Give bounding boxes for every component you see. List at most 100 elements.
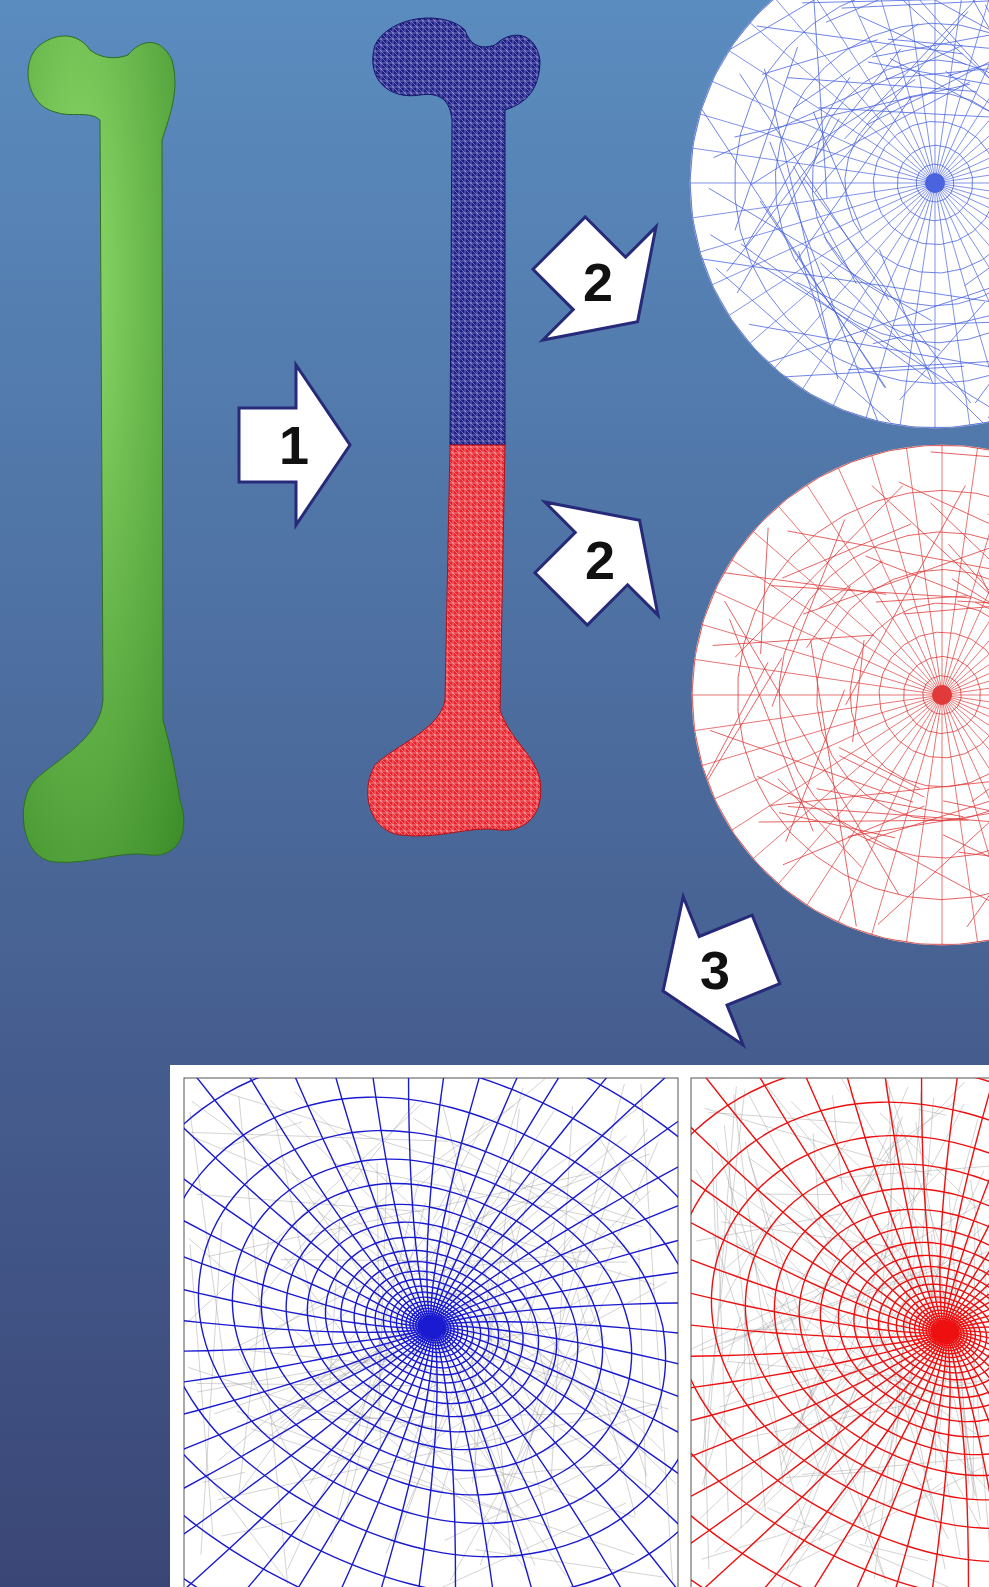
callout-arrow: 2 <box>513 197 683 367</box>
mesh-edge <box>935 0 989 183</box>
background-mesh-edge <box>218 1404 657 1500</box>
arrow-outline <box>633 875 796 1065</box>
mesh-edge <box>931 452 989 463</box>
grid-spoke <box>408 1078 428 1320</box>
grid-ring <box>711 1136 989 1529</box>
mesh-edge <box>722 572 887 594</box>
grid-spoke <box>738 1078 939 1326</box>
mesh-edge <box>793 24 918 109</box>
mesh-edge <box>806 586 850 648</box>
grid-spoke <box>184 1078 423 1325</box>
grid-spoke <box>184 1078 424 1323</box>
mesh-edge <box>942 560 989 695</box>
grid-spoke <box>865 1078 941 1325</box>
callout-number: 1 <box>279 418 309 472</box>
grid-ring <box>184 1078 678 1587</box>
grid-spoke <box>440 1330 678 1587</box>
grid-spoke <box>441 1329 678 1587</box>
grid-spoke <box>691 1078 938 1327</box>
callout-arrow: 2 <box>515 475 685 645</box>
callout-arrow: 3 <box>630 885 800 1055</box>
grid-spoke <box>691 1078 936 1330</box>
mesh-edge <box>757 26 963 54</box>
mesh-edge <box>771 780 989 805</box>
mesh-edge <box>964 244 989 286</box>
mesh-ring <box>873 122 989 245</box>
mesh-edge <box>727 49 901 272</box>
grid-ring <box>184 1078 678 1587</box>
background-mesh-edge <box>197 1383 415 1385</box>
mesh-edge <box>703 662 768 784</box>
mesh-edge <box>942 531 989 695</box>
grid-spoke <box>954 1333 989 1565</box>
grid-spoke <box>853 1339 946 1587</box>
background-mesh-edge <box>239 1235 269 1493</box>
background-mesh-edge <box>270 1100 410 1236</box>
callout-number: 2 <box>585 533 615 587</box>
grid-spoke <box>691 1078 937 1329</box>
background-mesh-edge <box>712 1232 805 1527</box>
mesh-edge <box>900 0 935 183</box>
mesh-edge <box>961 0 989 190</box>
mesh-edge <box>903 605 989 614</box>
mesh-edge <box>803 178 970 403</box>
grid-spoke <box>949 1105 989 1327</box>
mesh-edge <box>796 96 912 261</box>
grid-spoke <box>184 1330 425 1352</box>
mesh-edge <box>782 524 911 578</box>
grid-spoke <box>951 1197 989 1328</box>
mesh-edge <box>946 71 989 121</box>
mesh-edge <box>788 531 989 598</box>
grid-spoke <box>691 1338 941 1587</box>
background-mesh-edge <box>830 1135 898 1230</box>
mesh-edge <box>757 776 989 914</box>
mesh-edge <box>725 601 899 894</box>
grid-spoke <box>438 1192 678 1323</box>
red-structured-mesh <box>691 1078 989 1587</box>
mesh-edge <box>935 183 989 315</box>
femur-mesh-distal <box>368 445 541 836</box>
background-mesh-edge <box>702 1362 739 1485</box>
mesh-edge <box>751 79 915 184</box>
grid-spoke <box>436 1078 678 1321</box>
grid-spoke <box>705 1339 943 1587</box>
grid-spoke <box>691 1338 942 1587</box>
mesh-edge <box>761 528 769 654</box>
mesh-edge <box>710 730 913 802</box>
blue-structured-mesh <box>184 1078 678 1587</box>
red-section-disc <box>692 445 989 945</box>
mesh-ring <box>916 164 954 202</box>
grid-spoke <box>184 1333 428 1587</box>
grid-spoke <box>691 1335 938 1357</box>
mesh-edge <box>967 664 989 927</box>
background-mesh-edge <box>309 1331 478 1385</box>
background-mesh-edge <box>353 1280 361 1299</box>
blue-section-mesh <box>690 0 989 434</box>
mesh-edge <box>812 0 827 198</box>
mesh-edge <box>900 302 985 400</box>
mesh-edge <box>787 78 976 92</box>
grid-spoke <box>184 1078 425 1322</box>
mesh-ring <box>779 532 989 858</box>
mesh-edge <box>786 690 845 842</box>
grid-ring <box>232 1159 631 1495</box>
mesh-edge <box>740 74 889 300</box>
grid-spoke <box>439 1332 678 1587</box>
grid-ring <box>691 1078 989 1587</box>
mesh-edge <box>803 0 935 183</box>
grid-spoke <box>952 1307 989 1329</box>
background-mesh-edge <box>802 1458 984 1475</box>
grid-spoke <box>438 1333 639 1587</box>
grid-spoke <box>950 1148 989 1327</box>
mesh-edge <box>935 183 989 343</box>
mesh-edge <box>935 114 989 183</box>
mesh-edge <box>811 640 857 926</box>
mesh-edge <box>713 635 874 645</box>
mesh-edge <box>988 514 989 600</box>
callout-arrow: 1 <box>209 360 379 530</box>
mesh-edge <box>713 45 962 157</box>
grid-spoke <box>440 1322 678 1370</box>
grid-spoke <box>948 1078 989 1326</box>
mesh-edge <box>899 482 989 579</box>
grid-ring <box>184 1078 678 1587</box>
